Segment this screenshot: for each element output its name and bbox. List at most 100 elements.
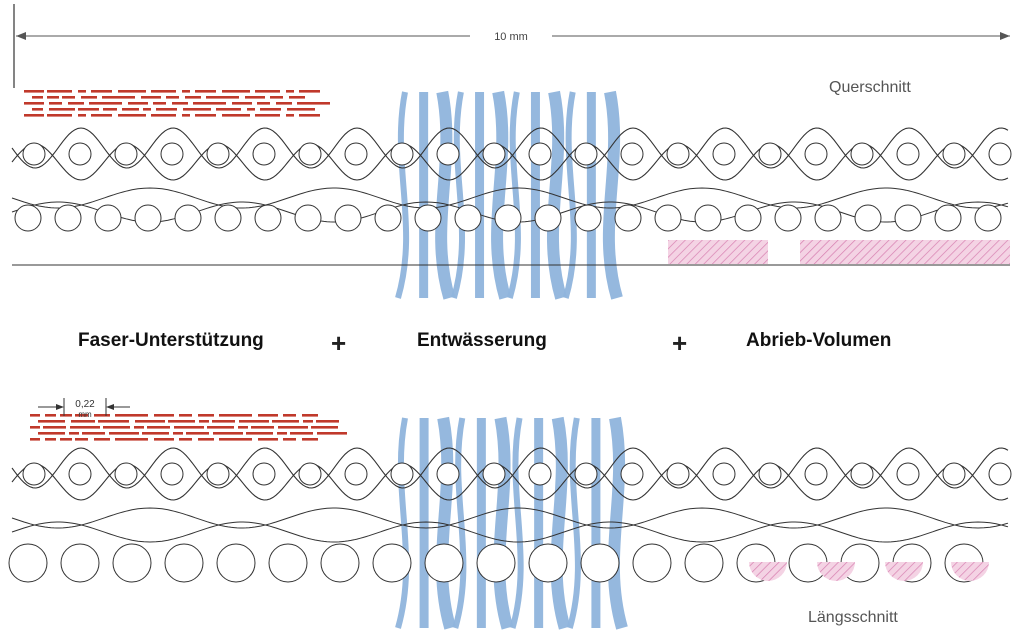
fiber-strand [24, 102, 44, 105]
fiber-strand [299, 114, 320, 117]
drainage-channel [395, 417, 410, 629]
fiber-strand [94, 414, 110, 417]
fiber-strand [78, 90, 86, 93]
fiber-strand [198, 438, 214, 441]
fiber-strand [154, 414, 174, 417]
fiber-strand [299, 90, 320, 93]
fiber-strand [47, 90, 72, 93]
fiber-strand [316, 420, 339, 423]
fiber-strand [182, 90, 190, 93]
warp-thread [11, 143, 1009, 181]
abrasion-segment [749, 562, 787, 581]
fiber-strand [43, 426, 66, 429]
fiber-strand [258, 438, 278, 441]
weft-yarn [252, 142, 276, 166]
weft-yarn [68, 462, 92, 486]
drainage-channel [607, 416, 628, 630]
weft-yarn [528, 462, 552, 486]
binder-thread [11, 521, 1009, 543]
fiber-strand [38, 432, 65, 435]
fiber-strand [247, 108, 255, 111]
bottom-weft-yarn [60, 543, 100, 583]
thread-dimension-value: 0,22 [75, 399, 95, 410]
fiber-strand [179, 414, 192, 417]
fiber-strand [193, 102, 226, 105]
weft-yarn [160, 142, 184, 166]
fiber-strand [232, 102, 252, 105]
fiber-strand [151, 90, 176, 93]
weft-yarn [68, 142, 92, 166]
weft-yarn [482, 142, 506, 166]
weft-yarn [666, 462, 690, 486]
thread-dimension: 0,22 mm [38, 398, 130, 419]
fiber-strand [60, 414, 72, 417]
drainage-channel [509, 417, 524, 629]
fiber-strand [156, 108, 177, 111]
bottom-weft-yarn [974, 204, 1002, 232]
abrasion-segment [951, 562, 989, 581]
fiber-strand [286, 114, 294, 117]
abrasion-area-right-top [800, 240, 1010, 264]
fiber-strand [198, 414, 214, 417]
drainage-channel [451, 91, 465, 299]
weft-yarn [574, 142, 598, 166]
bottom-weft-yarn [112, 543, 152, 583]
fiber-strand [45, 414, 56, 417]
fiber-strand [94, 438, 110, 441]
drainage-channel [493, 416, 514, 630]
weft-yarn [942, 142, 966, 166]
weft-yarn [896, 142, 920, 166]
fiber-strand [183, 108, 211, 111]
abrasion-segment [817, 562, 855, 581]
fiber-strand [62, 96, 75, 99]
fiber-strand [289, 96, 305, 99]
drainage-channel [436, 416, 456, 630]
bottom-section-label: Längsschnitt [808, 609, 898, 626]
fiber-strand [103, 426, 130, 429]
bottom-weft-yarn [334, 204, 362, 232]
warp-thread [11, 463, 1009, 501]
weft-yarn [988, 462, 1012, 486]
fiber-strand [153, 102, 166, 105]
bottom-weft-yarn [54, 204, 82, 232]
weft-yarn [804, 462, 828, 486]
bottom-weft-yarn [374, 204, 402, 232]
fiber-strand [302, 414, 318, 417]
fiber-strand [302, 438, 318, 441]
weft-yarn [344, 462, 368, 486]
bottom-weft-yarn [774, 204, 802, 232]
bottom-weft-yarn [934, 204, 962, 232]
fiber-strand [219, 414, 252, 417]
warp-thread [11, 447, 1009, 489]
abrasion-area-left-top [668, 240, 768, 264]
fiber-strand [68, 102, 84, 105]
drainage-channel [602, 90, 623, 300]
plus-sign-2: + [672, 328, 688, 358]
bottom-weft-yarn [476, 543, 516, 583]
fiber-strand [207, 426, 234, 429]
fiber-strand [142, 432, 169, 435]
weft-yarn [666, 142, 690, 166]
bottom-weft-yarn [684, 543, 724, 583]
fiber-strand [115, 414, 148, 417]
fiber-strand [45, 438, 56, 441]
fiber-strand [122, 108, 139, 111]
fiber-strand [277, 432, 287, 435]
weft-yarn [114, 142, 138, 166]
fabric-longitudinal-section [8, 447, 1012, 583]
weft-yarn [390, 462, 414, 486]
weft-yarn [804, 142, 828, 166]
weft-yarn [850, 142, 874, 166]
fiber-strand [173, 432, 183, 435]
fiber-strand [186, 432, 209, 435]
drainage-channel [566, 417, 581, 629]
bottom-weft-yarn [734, 204, 762, 232]
weft-yarn [574, 462, 598, 486]
drainage-channels-top [395, 90, 623, 300]
fiber-strand [213, 432, 243, 435]
fiber-strand [91, 90, 112, 93]
weft-yarn [390, 142, 414, 166]
fiber-strand [49, 102, 62, 105]
fiber-strand [219, 438, 252, 441]
